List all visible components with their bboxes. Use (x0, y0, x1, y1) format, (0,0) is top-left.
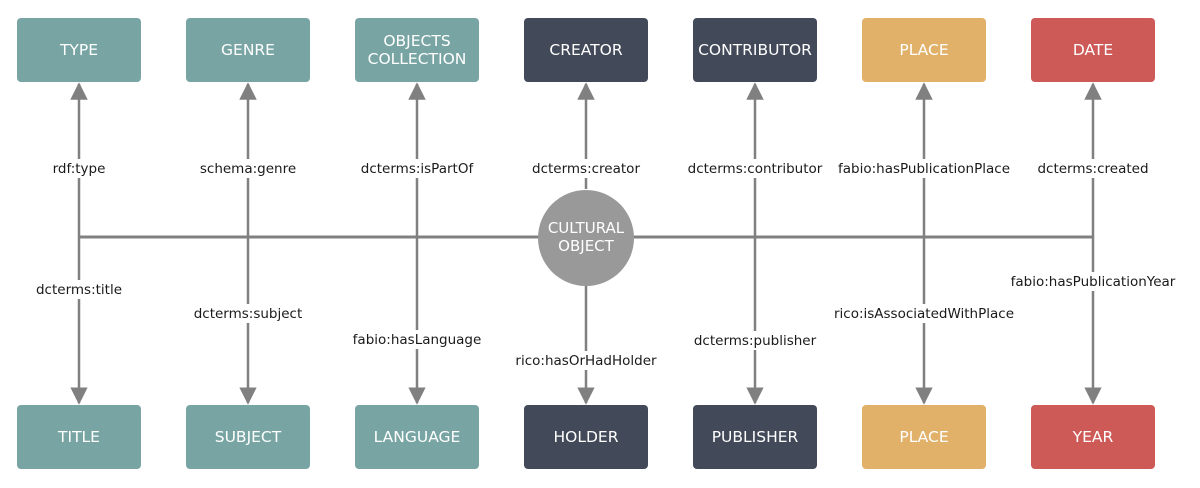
edge-label-dcterms-subject: dcterms:subject (190, 304, 306, 323)
svg-text:DATE: DATE (1073, 41, 1113, 59)
node-top-creator: CREATOR (524, 18, 648, 82)
edge-label-schema-genre: schema:genre (196, 159, 300, 178)
node-top-contributor: CONTRIBUTOR (693, 18, 817, 82)
node-bottom-holder: HOLDER (524, 405, 648, 469)
node-bottom-language: LANGUAGE (355, 405, 479, 469)
node-bottom-subject: SUBJECT (186, 405, 310, 469)
edge-label-dcterms-ispartof: dcterms:isPartOf (357, 159, 477, 178)
edge-label-fabio-haspublicationyear: fabio:hasPublicationYear (1007, 272, 1179, 291)
node-bottom-publisher: PUBLISHER (693, 405, 817, 469)
svg-text:fabio:hasPublicationYear: fabio:hasPublicationYear (1011, 274, 1176, 290)
svg-text:OBJECT: OBJECT (558, 237, 614, 255)
edge-label-dcterms-publisher: dcterms:publisher (690, 331, 820, 350)
svg-text:TYPE: TYPE (59, 41, 98, 59)
svg-text:YEAR: YEAR (1072, 428, 1114, 446)
svg-text:dcterms:title: dcterms:title (36, 282, 122, 298)
svg-text:CONTRIBUTOR: CONTRIBUTOR (698, 41, 812, 59)
node-top-date: DATE (1031, 18, 1155, 82)
node-bottom-year: YEAR (1031, 405, 1155, 469)
svg-text:PUBLISHER: PUBLISHER (712, 428, 799, 446)
edge-label-rico-isassociatedwithplace: rico:isAssociatedWithPlace (830, 304, 1018, 323)
svg-text:TITLE: TITLE (57, 428, 100, 446)
edge-label-dcterms-created: dcterms:created (1034, 159, 1152, 178)
svg-text:GENRE: GENRE (221, 41, 275, 59)
svg-text:dcterms:publisher: dcterms:publisher (694, 333, 817, 349)
edge-label-dcterms-contributor: dcterms:contributor (684, 159, 826, 178)
svg-text:rico:isAssociatedWithPlace: rico:isAssociatedWithPlace (834, 306, 1014, 322)
svg-text:dcterms:created: dcterms:created (1037, 161, 1148, 177)
edge-label-dcterms-title: dcterms:title (32, 280, 126, 299)
svg-text:PLACE: PLACE (899, 428, 948, 446)
node-top-place: PLACE (862, 18, 986, 82)
svg-text:PLACE: PLACE (899, 41, 948, 59)
edge-label-fabio-haspublicationplace: fabio:hasPublicationPlace (835, 159, 1013, 178)
svg-text:CREATOR: CREATOR (549, 41, 622, 59)
svg-text:LANGUAGE: LANGUAGE (374, 428, 461, 446)
node-top-genre: GENRE (186, 18, 310, 82)
svg-text:dcterms:subject: dcterms:subject (194, 306, 303, 322)
svg-text:fabio:hasPublicationPlace: fabio:hasPublicationPlace (838, 161, 1010, 177)
edge-label-rico-hasorhadholder: rico:hasOrHadHolder (512, 351, 660, 370)
svg-text:HOLDER: HOLDER (554, 428, 619, 446)
svg-text:fabio:hasLanguage: fabio:hasLanguage (353, 332, 482, 348)
svg-text:CULTURAL: CULTURAL (548, 219, 625, 237)
svg-text:dcterms:isPartOf: dcterms:isPartOf (361, 161, 475, 177)
svg-text:rico:hasOrHadHolder: rico:hasOrHadHolder (515, 353, 657, 369)
node-bottom-place: PLACE (862, 405, 986, 469)
svg-text:schema:genre: schema:genre (200, 161, 296, 177)
edge-label-rdf-type: rdf:type (49, 159, 109, 178)
svg-text:COLLECTION: COLLECTION (368, 50, 467, 68)
node-top-type: TYPE (17, 18, 141, 82)
svg-text:rdf:type: rdf:type (53, 161, 106, 177)
svg-text:dcterms:contributor: dcterms:contributor (688, 161, 823, 177)
node-bottom-title: TITLE (17, 405, 141, 469)
svg-text:dcterms:creator: dcterms:creator (532, 161, 640, 177)
edge-label-fabio-haslanguage: fabio:hasLanguage (349, 330, 485, 349)
edge-label-dcterms-creator: dcterms:creator (529, 159, 643, 178)
svg-text:OBJECTS: OBJECTS (383, 32, 450, 50)
svg-text:SUBJECT: SUBJECT (215, 428, 282, 446)
